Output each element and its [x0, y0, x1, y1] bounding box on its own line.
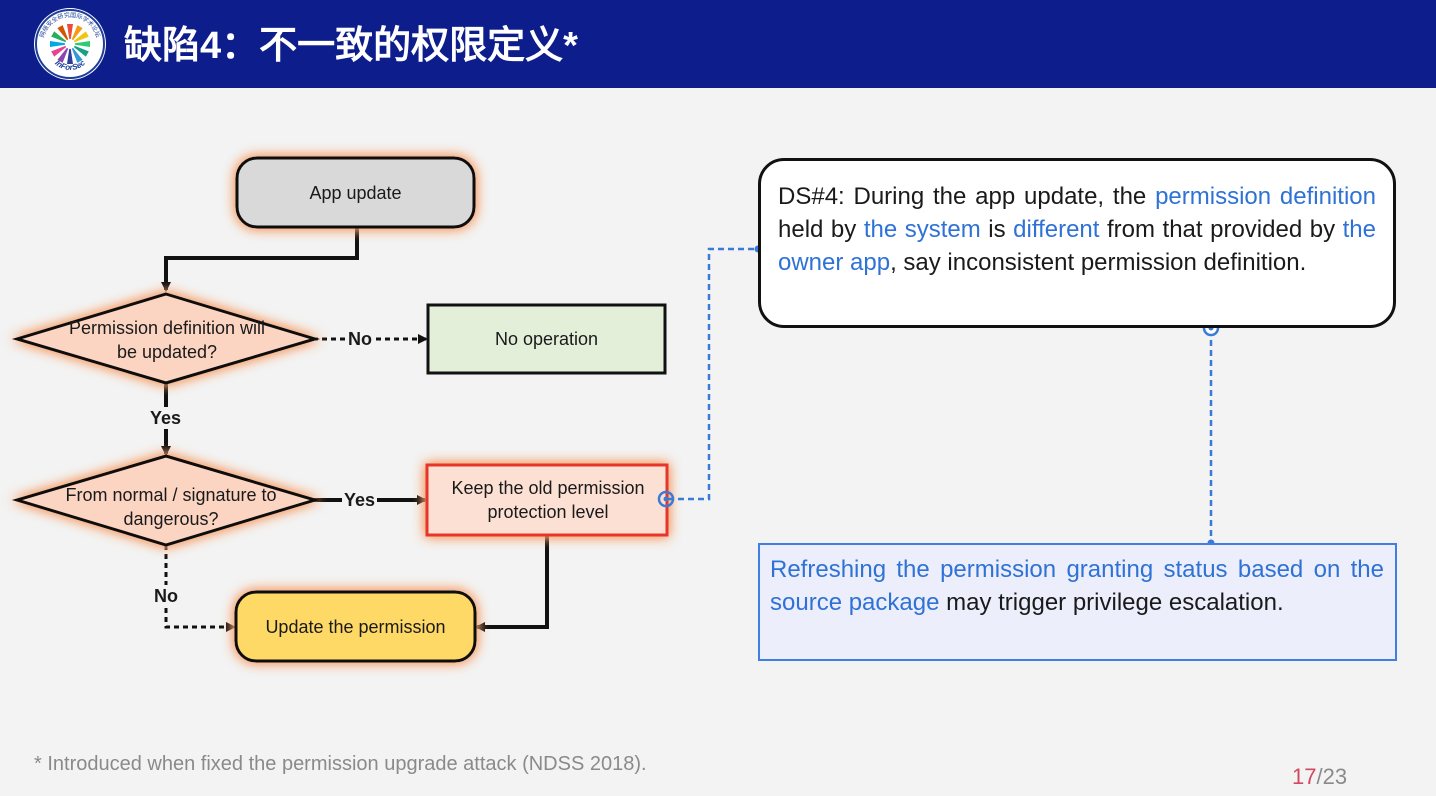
decision-updated-label: Permission definition will be updated?: [68, 318, 266, 362]
app-update-label: App update: [309, 182, 402, 203]
no-operation-node: [426, 303, 667, 375]
note-callout-box: [758, 543, 1397, 661]
ds4-callout-text: DS#4: During the app update, the permiss…: [778, 180, 1376, 279]
footnote: * Introduced when fixed the permission u…: [34, 753, 647, 775]
update-permission-label: Update the permission: [265, 616, 446, 637]
ds4-callout-box: [758, 158, 1396, 328]
decision-dangerous-node: [11, 454, 321, 547]
svg-text:InForSec: InForSec: [53, 58, 87, 72]
decision-dangerous-label: From normal / signature to dangerous?: [65, 485, 277, 529]
edge-keep-old-to-update: [475, 535, 549, 632]
decision-updated-node: [11, 292, 321, 385]
keep-old-label: Keep the old permission protection level: [451, 478, 645, 522]
note-highlight: Refreshing the permission granting statu…: [770, 556, 1384, 616]
edge-label-no-top: No: [346, 328, 374, 350]
ds4-highlight: the owner app: [778, 216, 1376, 276]
ds4-highlight: permission definition: [1155, 183, 1376, 210]
page-separator: /: [1316, 764, 1323, 789]
ds4-text-part: DS#4: During the app update, the: [778, 183, 1156, 210]
edge-app-update-to-decision: [161, 227, 359, 292]
page-number: 17/23: [1292, 764, 1347, 790]
ds4-text-part: from that provided by: [1099, 216, 1343, 243]
inforsec-logo-icon: 网络安全研究国际学术论坛 InForSec: [34, 8, 106, 80]
ds4-text-part: , say inconsistent permission definition…: [890, 249, 1307, 276]
keep-old-node: [425, 463, 669, 537]
ds4-text-part: held by: [778, 216, 864, 243]
edge-no-to-update: [164, 545, 236, 632]
no-operation-label: No operation: [494, 329, 599, 349]
logo-bottom-text: InForSec: [53, 58, 87, 72]
edge-label-yes-right: Yes: [342, 489, 378, 511]
connector-keep-old-to-ds4: [668, 247, 758, 501]
app-update-node: [235, 156, 476, 229]
slide-title: 缺陷4：不一致的权限定义*: [124, 25, 578, 67]
edge-label-yes-mid: Yes: [148, 407, 184, 429]
slide-header: 网络安全研究国际学术论坛 InForSec 缺陷4：不一致的权限定义*: [0, 0, 1436, 88]
note-callout-text: Refreshing the permission granting statu…: [770, 553, 1384, 619]
page-total: 23: [1322, 764, 1348, 789]
page-current: 17: [1292, 764, 1317, 789]
edge-label-no-bottom: No: [152, 585, 180, 607]
update-permission-node: [234, 590, 477, 663]
ds4-highlight: the system: [863, 216, 981, 243]
ds4-text-part: is: [980, 216, 1014, 243]
note-text-part: may trigger privilege escalation.: [939, 589, 1284, 616]
ds4-highlight: different: [1013, 216, 1100, 243]
